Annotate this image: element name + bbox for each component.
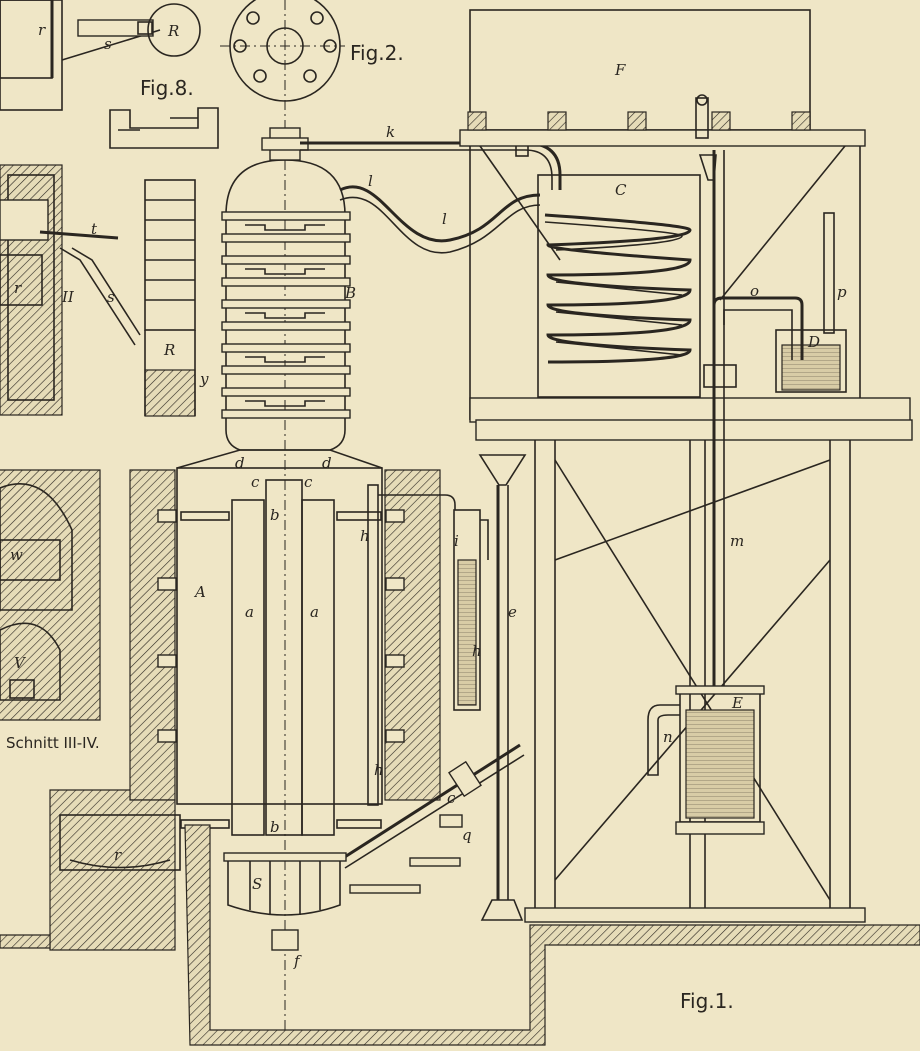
- label-c-pipe: c: [447, 789, 456, 807]
- label-h-gauge: h: [472, 642, 482, 660]
- label-o: o: [750, 282, 759, 300]
- gauge-i: [453, 509, 489, 711]
- fig8-detail: [109, 107, 219, 149]
- label-c-right: c: [304, 473, 313, 491]
- label-t: t: [91, 220, 98, 238]
- label-n: n: [663, 728, 673, 746]
- label-e-funnel: e: [508, 603, 517, 621]
- left-furnace-section: [0, 164, 196, 417]
- label-d-left: d: [235, 454, 245, 472]
- fig1-title: Fig.1.: [680, 989, 734, 1013]
- label-h-lower: h: [374, 761, 384, 779]
- label-b: B: [344, 284, 356, 302]
- label-d-right: d: [322, 454, 332, 472]
- foundation: [0, 789, 920, 1046]
- label-c: C: [615, 181, 627, 199]
- condenser-c: [537, 174, 701, 398]
- label-d: D: [807, 333, 820, 351]
- inclined-pipe: [339, 743, 525, 869]
- section-iii-iv: [0, 469, 101, 721]
- label-r-top: r: [38, 21, 46, 39]
- rectifier-column-b: [221, 127, 351, 451]
- label-a-right: a: [310, 603, 319, 621]
- label-e-receiver: E: [731, 694, 743, 712]
- column-plates: [221, 211, 351, 419]
- funnel-e: [478, 454, 527, 921]
- label-s-top: s: [104, 35, 112, 53]
- gauge-h: [367, 484, 456, 806]
- label-q: q: [462, 826, 472, 844]
- label-b-lower: b: [270, 818, 280, 836]
- label-b-upper: b: [270, 506, 280, 524]
- vessel-d: [712, 212, 847, 393]
- label-m: m: [730, 532, 744, 550]
- label-a-left: a: [245, 603, 254, 621]
- pipe-l: [339, 185, 541, 254]
- label-r-lower: r: [114, 846, 122, 864]
- label-f: F: [614, 61, 626, 79]
- section-title: Schnitt III-IV.: [6, 734, 100, 752]
- tank-f: [459, 9, 866, 147]
- label-r-left: r: [14, 279, 22, 297]
- label-v: V: [14, 654, 27, 672]
- label-ii: II: [61, 288, 75, 306]
- label-l-lower: l: [442, 210, 447, 228]
- label-y: y: [199, 370, 209, 388]
- label-s-left: s: [107, 288, 115, 306]
- label-r-upper: R: [163, 341, 175, 359]
- label-f-tap: f: [293, 952, 302, 970]
- label-h-upper: h: [360, 527, 370, 545]
- top-left-apparatus: [0, 0, 201, 111]
- tower-frame: [469, 145, 913, 923]
- label-c-left: c: [251, 473, 260, 491]
- label-k: k: [386, 123, 395, 141]
- label-l-upper: l: [368, 172, 373, 190]
- fig8-title: Fig.8.: [140, 76, 194, 100]
- label-a-still: A: [193, 583, 206, 601]
- label-r-circle: R: [167, 22, 179, 40]
- label-i: i: [454, 532, 459, 550]
- fig2-title: Fig.2.: [350, 41, 404, 65]
- label-p: p: [837, 283, 847, 301]
- fig2-flange: [220, 0, 345, 1040]
- label-w: w: [10, 546, 23, 564]
- still-a: [129, 449, 441, 836]
- bottom-chamber-s: [223, 852, 461, 951]
- label-s-chamber: S: [252, 875, 262, 893]
- receiver-e: [647, 150, 765, 835]
